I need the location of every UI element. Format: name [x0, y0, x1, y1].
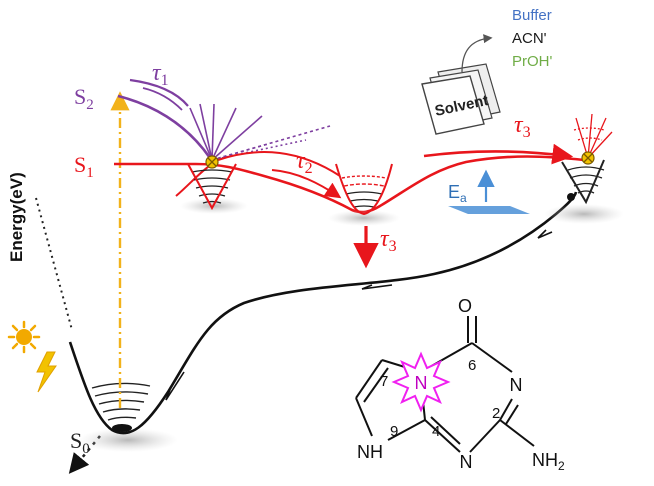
tau1-arrow	[142, 87, 183, 111]
s1-upper-branch	[217, 151, 341, 177]
svg-text:τ3: τ3	[514, 112, 531, 141]
svg-text:S1: S1	[74, 152, 94, 181]
s2-label: S2	[74, 84, 94, 113]
conical-intersection-left-icon	[205, 155, 219, 169]
solvent-buffer: Buffer	[512, 7, 552, 24]
s0-label: S0	[70, 428, 90, 457]
tau1-label: τ1	[152, 60, 169, 89]
s0-potential-curve	[68, 191, 578, 435]
tau3-right-label: τ3	[514, 112, 531, 141]
s1-subscript: 1	[86, 165, 94, 181]
svg-text:τ3: τ3	[380, 226, 397, 255]
atom-o: O	[458, 296, 472, 316]
molecule-position-numbers: 7 6 9 4 2	[380, 357, 500, 440]
energy-axis-label: Energy(eV)	[7, 172, 26, 262]
energy-axis-dotted-line	[35, 197, 73, 331]
barrier-ea: Ea	[448, 169, 530, 214]
svg-text:τ1: τ1	[152, 60, 169, 89]
burst-icon	[391, 351, 451, 413]
s1-letter: S	[74, 152, 86, 177]
s1-cone-left	[180, 163, 248, 214]
energy-axis: Energy(eV)	[7, 172, 101, 474]
ground-relax-arrow-2-head	[537, 229, 547, 239]
atom-nh2-subscript: 2	[558, 459, 565, 473]
s0-well	[78, 382, 178, 452]
s0-curve-end-dot	[567, 193, 575, 201]
tau1-subscript: 1	[161, 72, 169, 89]
ground-relax-arrow-1	[361, 284, 393, 290]
pos-6: 6	[468, 357, 476, 374]
svg-text:S0: S0	[70, 428, 90, 457]
tau3-right-arrow	[423, 143, 574, 165]
ground-relax-arrow-3-head	[165, 389, 171, 401]
lightning-icon	[36, 351, 57, 393]
svg-text:S2: S2	[74, 84, 94, 113]
ground-relax-arrow-2	[537, 231, 553, 239]
s1-cone-right	[544, 113, 624, 224]
svg-text:τ2: τ2	[296, 148, 313, 177]
s2-potential-curve	[117, 94, 212, 159]
solvent-proh: PrOH'	[512, 53, 553, 70]
tau1-symbol: τ	[152, 60, 162, 86]
atom-nh2-letters: NH	[532, 450, 558, 470]
tau2-subscript: 2	[305, 160, 313, 177]
barrier-plane	[448, 206, 530, 214]
barrier-symbol: E	[448, 182, 460, 202]
s0-subscript: 0	[82, 441, 90, 457]
s2-letter: S	[74, 84, 86, 109]
s0-well-bottom	[112, 424, 132, 432]
s2-curve-parallel	[129, 78, 189, 107]
molecule	[355, 316, 535, 453]
s0-well-shadow	[78, 428, 178, 452]
tau2-symbol: τ	[296, 148, 306, 174]
pos-2: 2	[492, 405, 500, 422]
s1-label: S1	[74, 152, 94, 181]
s1-middle-well	[328, 163, 400, 226]
conical-intersection-right-icon	[581, 151, 595, 165]
s0-letter: S	[70, 428, 82, 453]
sun-icon	[7, 320, 41, 354]
barrier-label: Ea	[448, 182, 467, 205]
solvent-connector-arrow	[461, 34, 493, 73]
molecule-atom-labels: O N N N NH NH2	[357, 296, 565, 473]
pos-9: 9	[390, 423, 398, 440]
solvent-acn: ACN'	[512, 30, 547, 47]
atom-n-center: N	[415, 373, 428, 393]
tau2-label: τ2	[296, 148, 313, 177]
atom-n-top-right: N	[510, 375, 523, 395]
atom-nh2: NH2	[532, 450, 565, 473]
tau3-right-subscript: 3	[523, 124, 531, 141]
ground-relax-arrow-1-head	[361, 284, 373, 290]
pos-4: 4	[432, 423, 440, 440]
solvent-list: Buffer ACN' PrOH'	[512, 7, 553, 70]
solvent-box: Solvent	[421, 63, 501, 135]
ground-relax-arrow-3	[165, 371, 185, 401]
pos-7: 7	[380, 373, 388, 390]
atom-nh: NH	[357, 442, 383, 462]
s2-subscript: 2	[86, 97, 94, 113]
atom-n-bottom: N	[460, 452, 473, 472]
barrier-subscript: a	[460, 191, 467, 205]
tau3-down-subscript: 3	[389, 238, 397, 255]
tau2-arrow	[271, 169, 342, 199]
tau3-right-symbol: τ	[514, 112, 524, 138]
tau3-down-label: τ3	[380, 226, 397, 255]
tau3-down-symbol: τ	[380, 226, 390, 252]
